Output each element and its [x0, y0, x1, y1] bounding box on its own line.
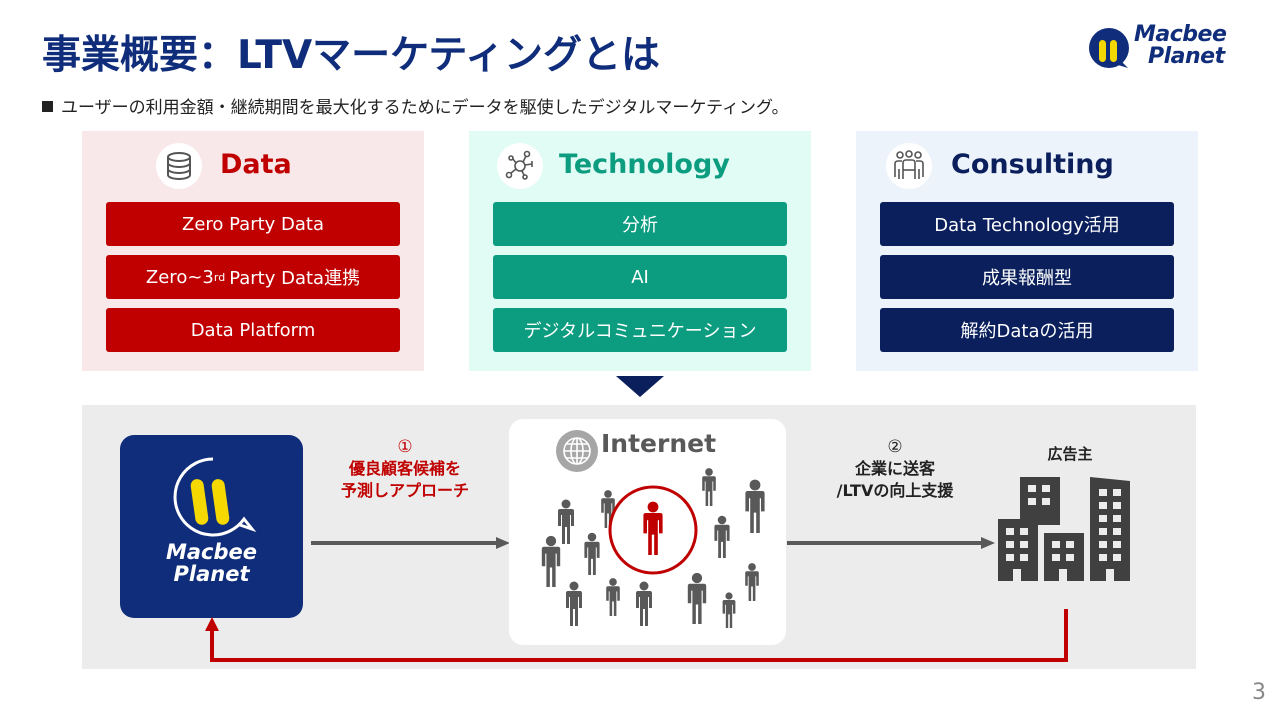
- person-icon: [745, 479, 765, 533]
- pillar-title: Data: [220, 149, 292, 180]
- pillar-title: Consulting: [951, 149, 1114, 180]
- page-number: 3: [1252, 680, 1266, 705]
- item-text-pre: Zero~3: [145, 266, 214, 288]
- database-icon-wrap: [156, 143, 202, 189]
- arrow-to-internet: [311, 537, 510, 549]
- company-logo: Macbee Planet: [1088, 24, 1248, 74]
- team-icon: [894, 150, 924, 179]
- person-icon: [745, 563, 759, 601]
- team-icon-wrap: [886, 143, 932, 189]
- person-icon: [566, 581, 582, 626]
- person-icon: [584, 532, 600, 575]
- step1-label: ① 優良顧客候補を 予測しアプローチ: [310, 436, 500, 502]
- macbee-planet-block: Macbee Planet: [120, 435, 303, 618]
- step2-line1: 企業に送客: [854, 459, 935, 478]
- macbee-bubble-icon: [173, 457, 257, 537]
- pillar-title: Technology: [559, 149, 730, 180]
- pillar-technology: Technology 分析 AI デジタルコミュニケーション: [469, 131, 811, 371]
- macbee-planet-text: Macbee Planet: [120, 541, 303, 585]
- down-arrow-icon: [616, 376, 664, 397]
- internet-block: Internet: [509, 419, 786, 645]
- person-icon: [601, 490, 615, 528]
- pillar-item: Data Technology活用: [880, 202, 1174, 246]
- step1-number: ①: [397, 437, 413, 457]
- internet-title: Internet: [601, 429, 717, 458]
- target-person-icon: [643, 501, 663, 555]
- person-icon: [714, 515, 730, 558]
- arrow-to-advertiser: [787, 537, 995, 549]
- person-icon: [558, 499, 574, 544]
- step1-line1: 優良顧客候補を: [348, 459, 461, 478]
- target-circle: [608, 485, 698, 575]
- pillar-item: 成果報酬型: [880, 255, 1174, 299]
- globe-icon: [556, 430, 598, 472]
- company-line2: Planet: [173, 562, 250, 586]
- network-icon: [505, 150, 533, 180]
- macbee-logo-mark-icon: [1089, 28, 1129, 68]
- step2-label: ② 企業に送客 /LTVの向上支援: [800, 436, 990, 502]
- logo-line2: Planet: [1148, 44, 1225, 69]
- person-icon: [606, 578, 620, 616]
- pillar-item: AI: [493, 255, 787, 299]
- buildings-icon: [998, 477, 1130, 581]
- step2-line2: /LTVの向上支援: [836, 481, 954, 500]
- pillar-item: 解約Dataの活用: [880, 308, 1174, 352]
- database-icon: [167, 152, 191, 180]
- crowd-illustration: [541, 468, 765, 628]
- page-title: 事業概要：LTVマーケティングとは: [42, 33, 661, 78]
- logo-text: Macbee Planet: [1134, 22, 1227, 69]
- advertiser-label: 広告主: [1047, 445, 1093, 463]
- person-icon: [636, 581, 652, 626]
- bullet-square-icon: [42, 101, 53, 112]
- pillar-item: 分析: [493, 202, 787, 246]
- step2-number: ②: [887, 437, 903, 457]
- feedback-arrow: [205, 609, 1068, 662]
- pillar-consulting: Consulting Data Technology活用 成果報酬型 解約Dat…: [856, 131, 1198, 371]
- person-icon: [687, 572, 707, 624]
- page-subtitle: ユーザーの利用金額・継続期間を最大化するためにデータを駆使したデジタルマーケティ…: [42, 93, 789, 118]
- person-icon: [702, 468, 716, 506]
- network-icon-wrap: [497, 143, 543, 189]
- step1-line2: 予測しアプローチ: [340, 481, 469, 500]
- person-icon: [541, 535, 561, 587]
- pillar-item: デジタルコミュニケーション: [493, 308, 787, 352]
- subtitle-text: ユーザーの利用金額・継続期間を最大化するためにデータを駆使したデジタルマーケティ…: [61, 98, 789, 118]
- pillar-item: Data Platform: [106, 308, 400, 352]
- logo-line1: Macbee: [1134, 22, 1227, 47]
- item-text-post: Party Data連携: [229, 268, 361, 289]
- item-text-sup: rd: [213, 270, 226, 284]
- person-icon: [722, 592, 736, 628]
- pillar-item: Zero Party Data: [106, 202, 400, 246]
- company-line1: Macbee: [165, 540, 258, 564]
